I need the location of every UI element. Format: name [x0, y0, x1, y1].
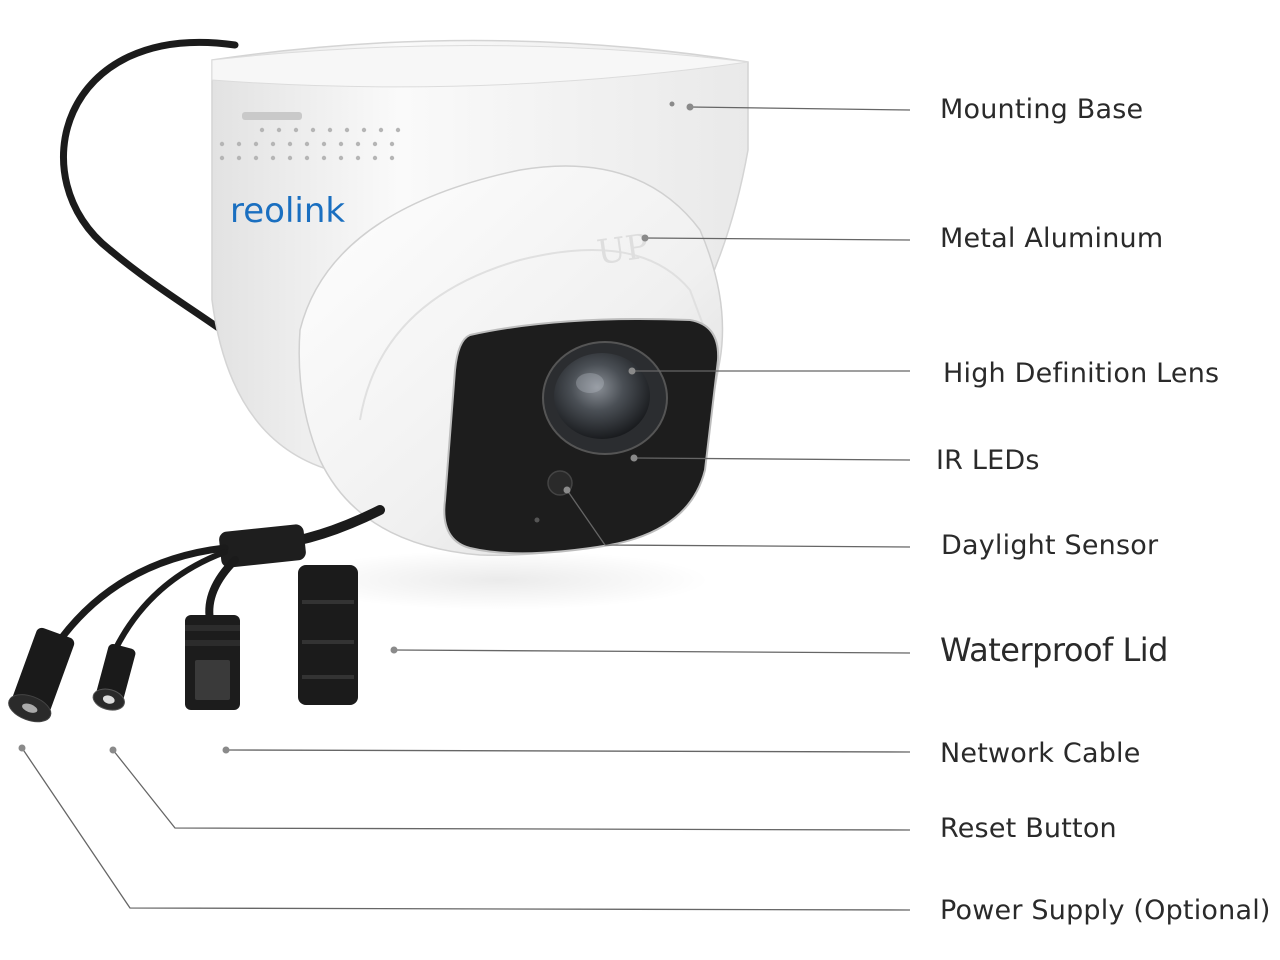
ground-shadow — [290, 550, 710, 610]
leader-dot — [109, 746, 117, 754]
leader-line — [21, 747, 911, 911]
reset-connector — [92, 643, 136, 711]
leader-dot — [18, 744, 26, 752]
vent-hole — [372, 141, 378, 147]
vent-hole — [259, 127, 265, 133]
leader-line — [633, 457, 911, 461]
leader-dot — [630, 454, 638, 462]
label-waterproof-lid: Waterproof Lid — [940, 631, 1168, 669]
vent-hole — [310, 127, 316, 133]
leader-dot — [222, 746, 230, 754]
leader-line — [393, 649, 911, 654]
vent-hole — [287, 155, 293, 161]
waterproof-lid-part — [298, 565, 358, 705]
label-power-supply: Power Supply (Optional) — [940, 895, 1271, 926]
vent-hole — [321, 141, 327, 147]
indicator-dot — [669, 101, 675, 107]
label-reset-button: Reset Button — [940, 813, 1117, 844]
leader-dot — [390, 646, 398, 654]
cable-harness — [56, 505, 385, 653]
vent-hole — [270, 155, 276, 161]
label-ir-leds: IR LEDs — [936, 445, 1040, 476]
label-daylight-sensor: Daylight Sensor — [941, 530, 1159, 561]
callout-leaders — [18, 101, 911, 911]
leader-line — [689, 106, 911, 111]
leader-line — [566, 489, 911, 548]
leader-dot — [563, 486, 571, 494]
leader-dot — [686, 103, 694, 111]
label-network-cable: Network Cable — [940, 738, 1141, 769]
vent-hole — [338, 141, 344, 147]
hd-lens-assembly — [542, 341, 668, 455]
vent-slot — [242, 112, 302, 120]
leader-line — [644, 237, 911, 241]
vent-hole — [253, 155, 259, 161]
leader-line — [225, 749, 911, 753]
vent-hole — [327, 127, 333, 133]
vent-hole — [276, 127, 282, 133]
vent-hole — [338, 155, 344, 161]
vent-hole — [361, 127, 367, 133]
leader-line — [112, 749, 911, 831]
vent-hole — [304, 141, 310, 147]
vent-hole — [287, 141, 293, 147]
leader-dot — [628, 367, 636, 375]
label-metal-aluminum: Metal Aluminum — [940, 223, 1164, 254]
vent-hole — [355, 155, 361, 161]
network-connector — [185, 615, 240, 710]
leader-dot — [641, 234, 649, 242]
label-hd-lens: High Definition Lens — [943, 358, 1220, 389]
vent-hole — [355, 141, 361, 147]
vent-hole — [389, 155, 395, 161]
vent-hole — [395, 127, 401, 133]
brand-logo: reolink — [230, 191, 345, 231]
power-connector — [8, 627, 75, 723]
camera-cable — [60, 39, 269, 369]
vent-hole — [293, 127, 299, 133]
vent-hole — [236, 155, 242, 161]
vent-hole — [270, 141, 276, 147]
vent-hole — [389, 141, 395, 147]
up-marking: UP — [595, 227, 652, 274]
vent-hole — [378, 127, 384, 133]
microphone-hole — [534, 517, 540, 523]
vent-hole — [236, 141, 242, 147]
vent-hole — [304, 155, 310, 161]
vent-hole — [344, 127, 350, 133]
vent-hole — [219, 141, 225, 147]
label-mounting-base: Mounting Base — [940, 94, 1144, 125]
vent-hole — [253, 141, 259, 147]
vent-hole — [321, 155, 327, 161]
vent-hole — [372, 155, 378, 161]
vent-holes — [219, 112, 401, 161]
vent-hole — [219, 155, 225, 161]
